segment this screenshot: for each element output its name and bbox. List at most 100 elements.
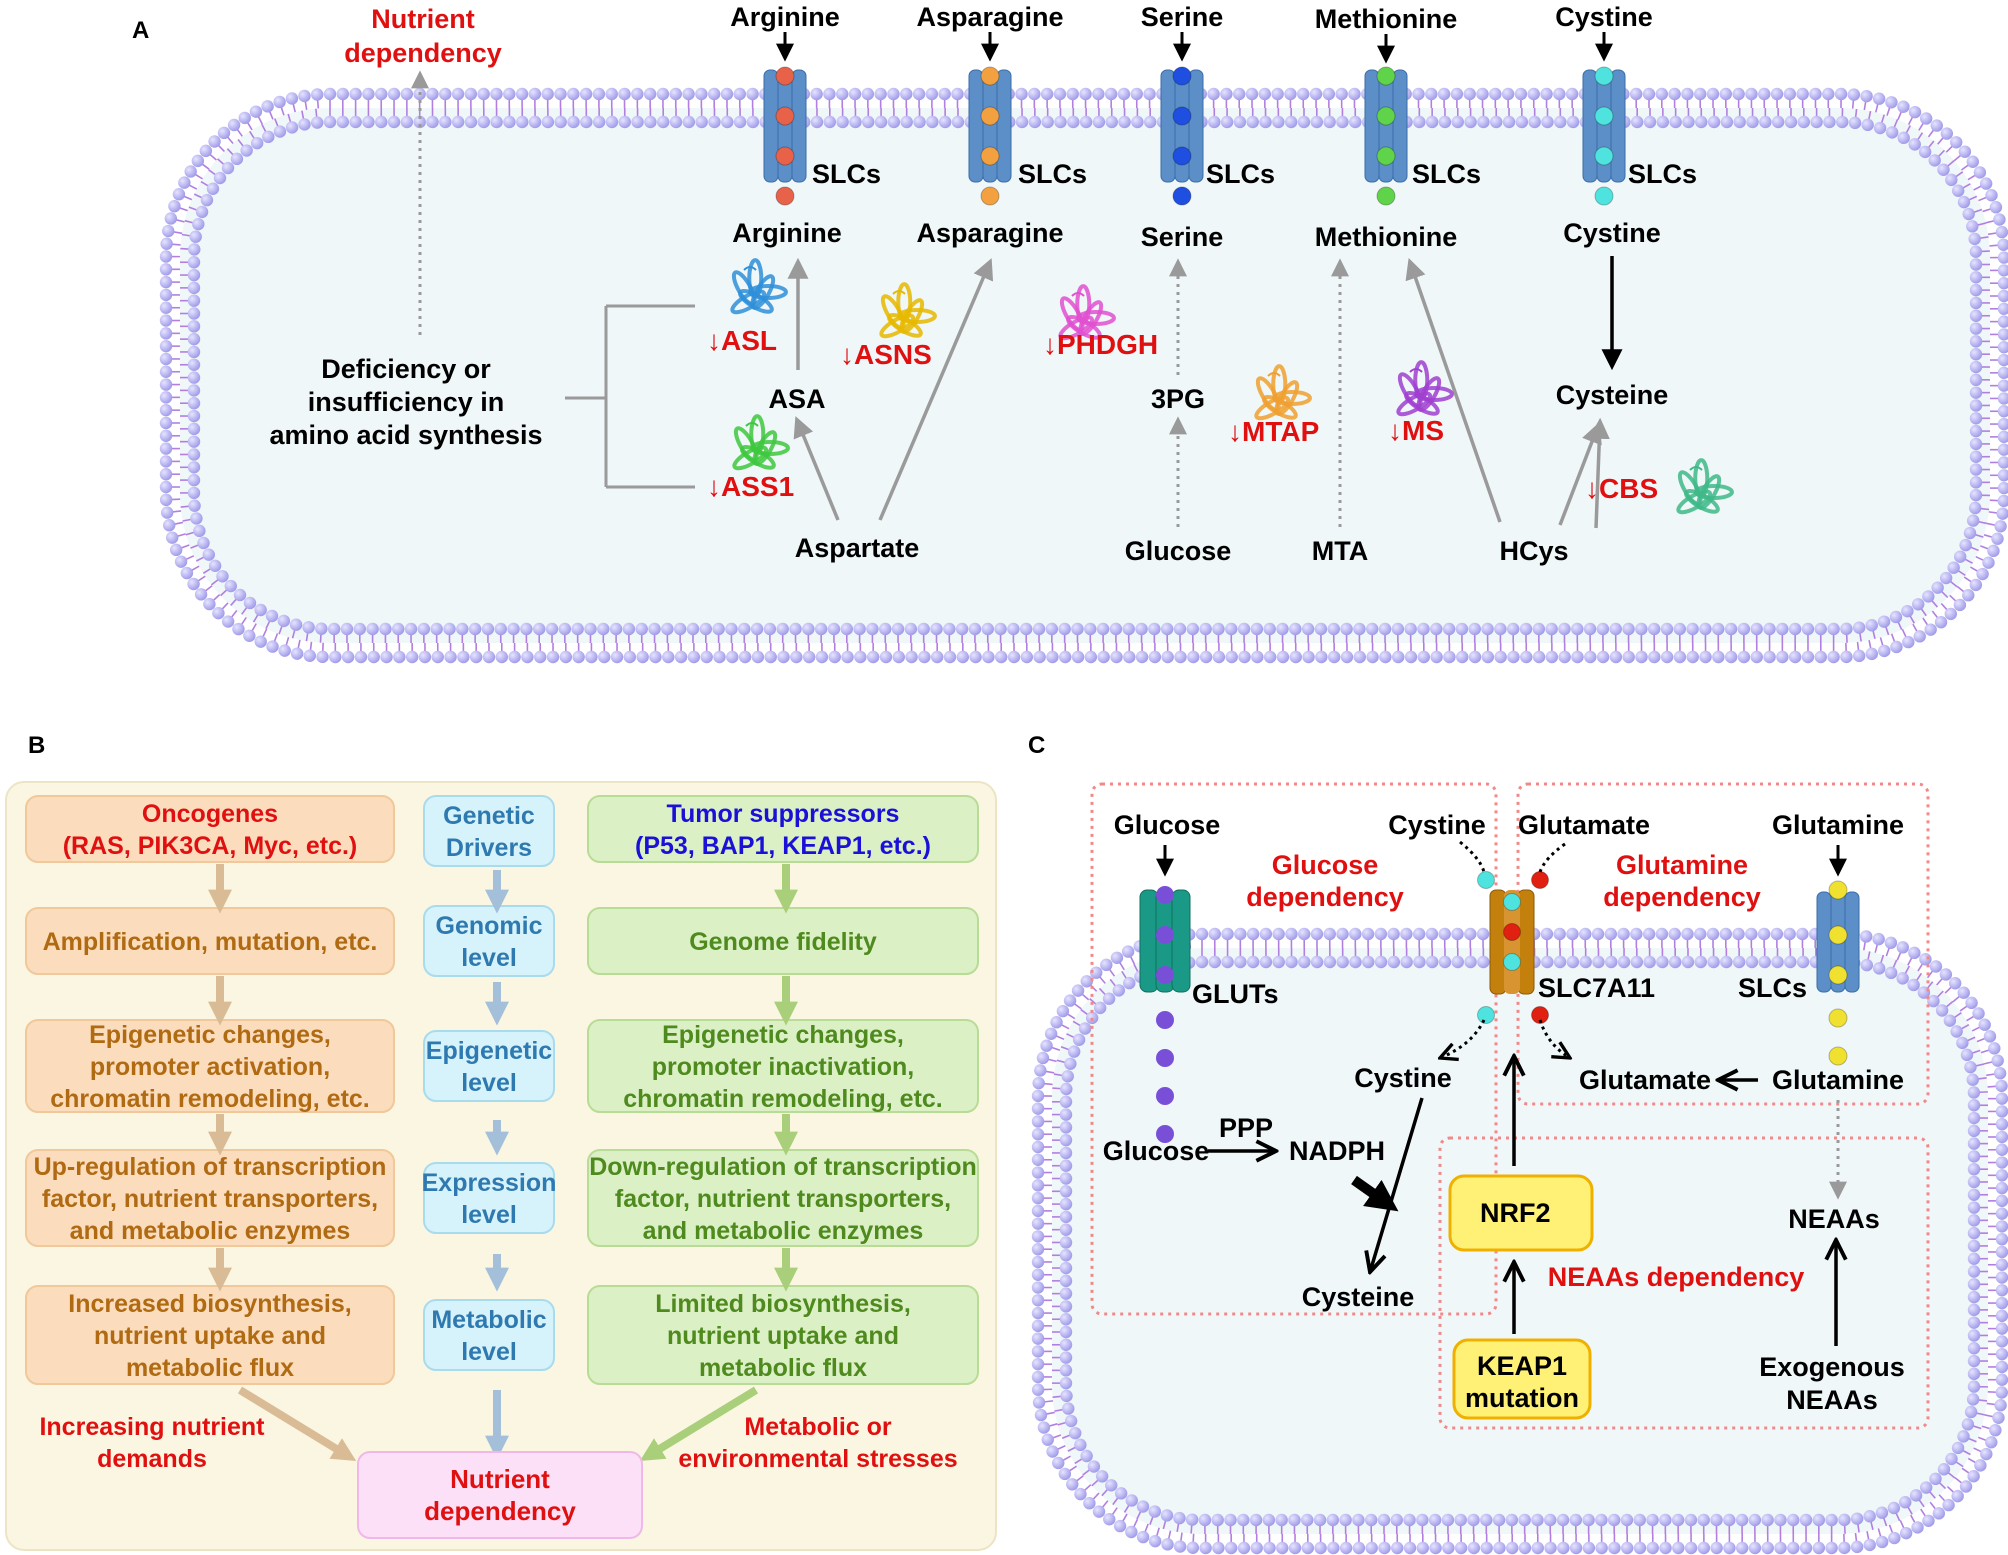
lipid-head bbox=[1220, 87, 1233, 101]
lipid-head bbox=[1642, 87, 1656, 101]
glucose-ball bbox=[1156, 926, 1174, 944]
lipid-head bbox=[1489, 87, 1502, 101]
lipid-head bbox=[1031, 1204, 1045, 1218]
lipid-head bbox=[1945, 1452, 1958, 1466]
glut-transporter bbox=[1139, 886, 1191, 1143]
oncogene-step-label: nutrient uptake and bbox=[94, 1322, 326, 1350]
lipid-head bbox=[1959, 1480, 1973, 1493]
lipid-head bbox=[200, 193, 214, 207]
slc-transporter-c bbox=[1816, 880, 1860, 1066]
cystine-outside-label: Cystine bbox=[1555, 2, 1653, 32]
lipid-head bbox=[1982, 556, 1995, 569]
lipid-head bbox=[1825, 1513, 1838, 1527]
lipid-head bbox=[1686, 650, 1699, 664]
oncogene-step-label: factor, nutrient transporters, bbox=[42, 1185, 378, 1213]
lipid-head bbox=[751, 650, 765, 664]
lipid-head bbox=[187, 461, 201, 474]
lipid-head bbox=[187, 409, 201, 423]
lipid-head bbox=[925, 87, 939, 101]
lipid-head bbox=[1814, 650, 1827, 664]
lipid-head bbox=[1050, 1016, 1063, 1029]
lipid-head bbox=[1969, 424, 1983, 438]
lipid-head bbox=[1919, 953, 1932, 966]
slc-transporter-a bbox=[1160, 66, 1204, 206]
asparagine-outside-label: Asparagine bbox=[916, 2, 1063, 32]
lipid-head bbox=[439, 115, 452, 129]
lipid-head bbox=[202, 548, 215, 561]
lipid-head bbox=[187, 435, 201, 448]
transporter-helix bbox=[1364, 69, 1380, 183]
lipid-head bbox=[1031, 1166, 1045, 1179]
lipid-head bbox=[1160, 1509, 1174, 1522]
lipid-head bbox=[1031, 1128, 1045, 1141]
lipid-head bbox=[375, 87, 388, 101]
lipid-head bbox=[1907, 978, 1920, 992]
lipid-head bbox=[1211, 1513, 1224, 1527]
protein-helix bbox=[1254, 395, 1291, 421]
lipid-head bbox=[1991, 532, 2004, 545]
lipid-head bbox=[1208, 115, 1221, 129]
lipid-head bbox=[1250, 1541, 1263, 1555]
lipid-head bbox=[1480, 1541, 1493, 1555]
lipid-head bbox=[823, 115, 837, 129]
lipid-head bbox=[861, 87, 875, 101]
lipid-head bbox=[1207, 87, 1220, 101]
lipid-head bbox=[1463, 87, 1476, 101]
lipid-head bbox=[1706, 87, 1720, 101]
lipid-head bbox=[481, 622, 495, 636]
lipid-head bbox=[1425, 87, 1438, 101]
lipid-head bbox=[1759, 115, 1772, 129]
keap1-label: mutation bbox=[1465, 1383, 1579, 1413]
lipid-head bbox=[249, 105, 263, 118]
lipid-head bbox=[1033, 650, 1046, 664]
lipid-head bbox=[1080, 1449, 1093, 1463]
lipid-head bbox=[1967, 1252, 1981, 1265]
nrf2-box bbox=[1448, 1174, 1594, 1252]
lipid-head bbox=[1285, 927, 1298, 941]
lipid-head bbox=[1532, 622, 1546, 636]
lipid-head bbox=[1144, 115, 1157, 129]
lipid-head bbox=[1301, 1541, 1315, 1555]
lipid-head bbox=[494, 622, 507, 636]
lipid-head bbox=[1932, 1507, 1946, 1520]
lipid-head bbox=[1032, 1076, 1045, 1090]
lipid-head bbox=[1364, 1513, 1378, 1527]
lipid-head bbox=[1467, 1513, 1480, 1527]
lipid-head bbox=[1985, 189, 1998, 202]
lipid-head bbox=[874, 87, 887, 101]
lipid-head bbox=[1105, 1479, 1118, 1492]
lipid-head bbox=[802, 622, 815, 636]
lipid-head bbox=[1476, 87, 1489, 101]
lipid-head bbox=[1379, 650, 1392, 664]
lipid-head bbox=[1327, 650, 1341, 664]
transporter-helix bbox=[1160, 69, 1176, 183]
lipid-head bbox=[1967, 1265, 1981, 1278]
glucose-label-a: Glucose bbox=[1125, 536, 1232, 566]
lipid-head bbox=[405, 650, 419, 664]
lipid-head bbox=[695, 87, 708, 101]
lipid-head bbox=[1374, 927, 1388, 941]
lipid-head bbox=[1464, 955, 1477, 969]
lipid-head bbox=[1997, 494, 2008, 508]
lipid-head bbox=[1514, 87, 1528, 101]
lipid-head bbox=[1973, 166, 1987, 179]
lipid-head bbox=[1545, 650, 1559, 664]
lipid-head bbox=[327, 622, 341, 636]
lipid-head bbox=[1995, 1118, 2008, 1131]
lipid-head bbox=[1939, 571, 1953, 585]
lipid-head bbox=[426, 115, 439, 129]
lipid-head bbox=[1592, 955, 1605, 969]
lipid-head bbox=[695, 115, 708, 129]
lipid-head bbox=[1071, 622, 1084, 636]
lipid-head bbox=[1125, 1525, 1138, 1539]
lipid-head bbox=[159, 391, 173, 404]
lipid-head bbox=[1681, 927, 1694, 941]
lipid-head bbox=[814, 622, 828, 636]
lipid-head bbox=[1953, 598, 1967, 612]
lipid-head bbox=[1723, 1541, 1736, 1555]
lipid-head bbox=[1733, 115, 1746, 129]
lipid-head bbox=[1783, 87, 1797, 101]
lipid-head bbox=[1621, 1541, 1634, 1555]
lipid-head bbox=[1275, 1513, 1288, 1527]
lipid-head bbox=[349, 115, 362, 129]
